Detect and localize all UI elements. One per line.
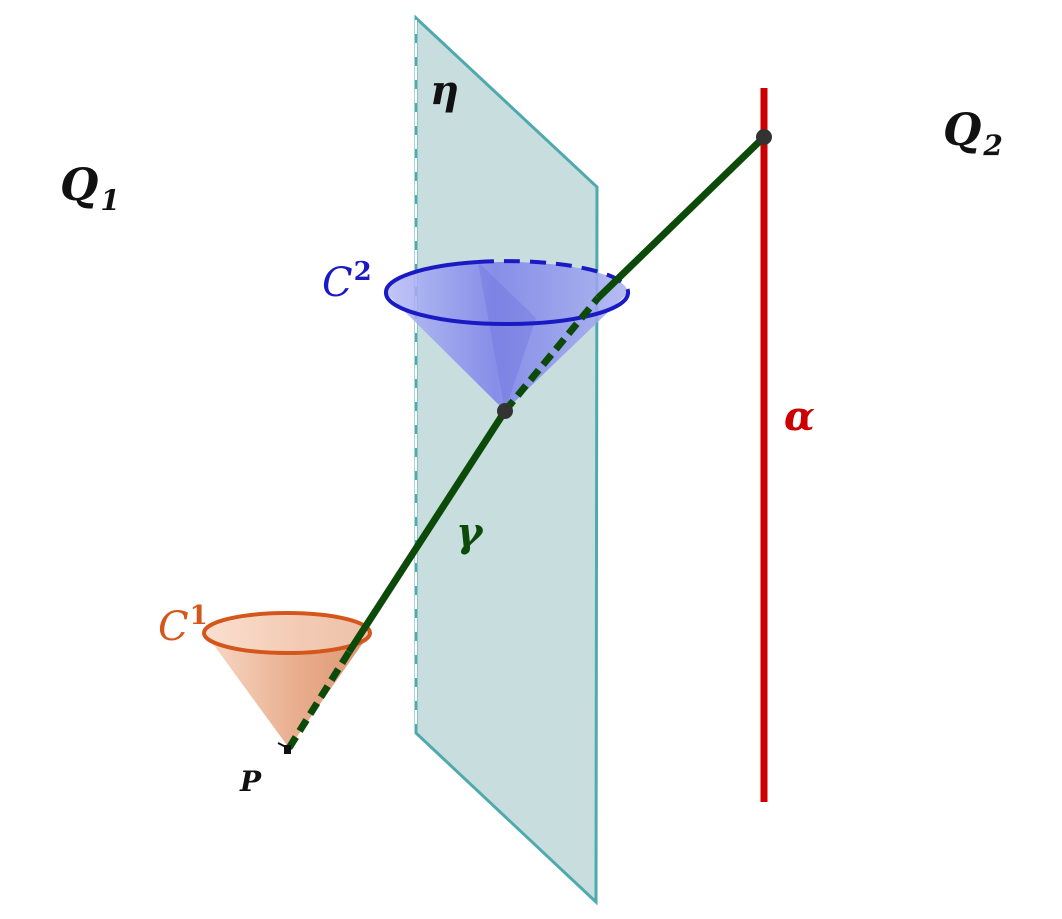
gamma-segment-lower [346,409,508,654]
eta-plane [414,14,599,906]
cone-c2-shade [478,262,536,411]
point-p-tick [277,742,287,748]
point-p [284,745,291,754]
point-gamma-alpha-intersection [756,129,772,145]
label-alpha: α [784,393,815,440]
label-c2: C2 [322,257,372,306]
label-q1: Q1 [60,160,120,217]
point-cone-c2-apex [497,403,513,419]
cone-c1-rim [202,611,372,655]
label-p: P [239,765,262,798]
cone-c2-rim-back [477,259,631,294]
cone-c2-body [386,262,628,411]
cone-c2-rim-front [383,260,630,326]
gamma-segment-upper [595,134,767,301]
label-q2: Q2 [943,105,1003,162]
label-gamma: γ [456,509,484,556]
gamma-segment-dashed-c2 [502,295,601,414]
label-c1: C1 [158,601,208,650]
label-eta: η [430,67,459,114]
